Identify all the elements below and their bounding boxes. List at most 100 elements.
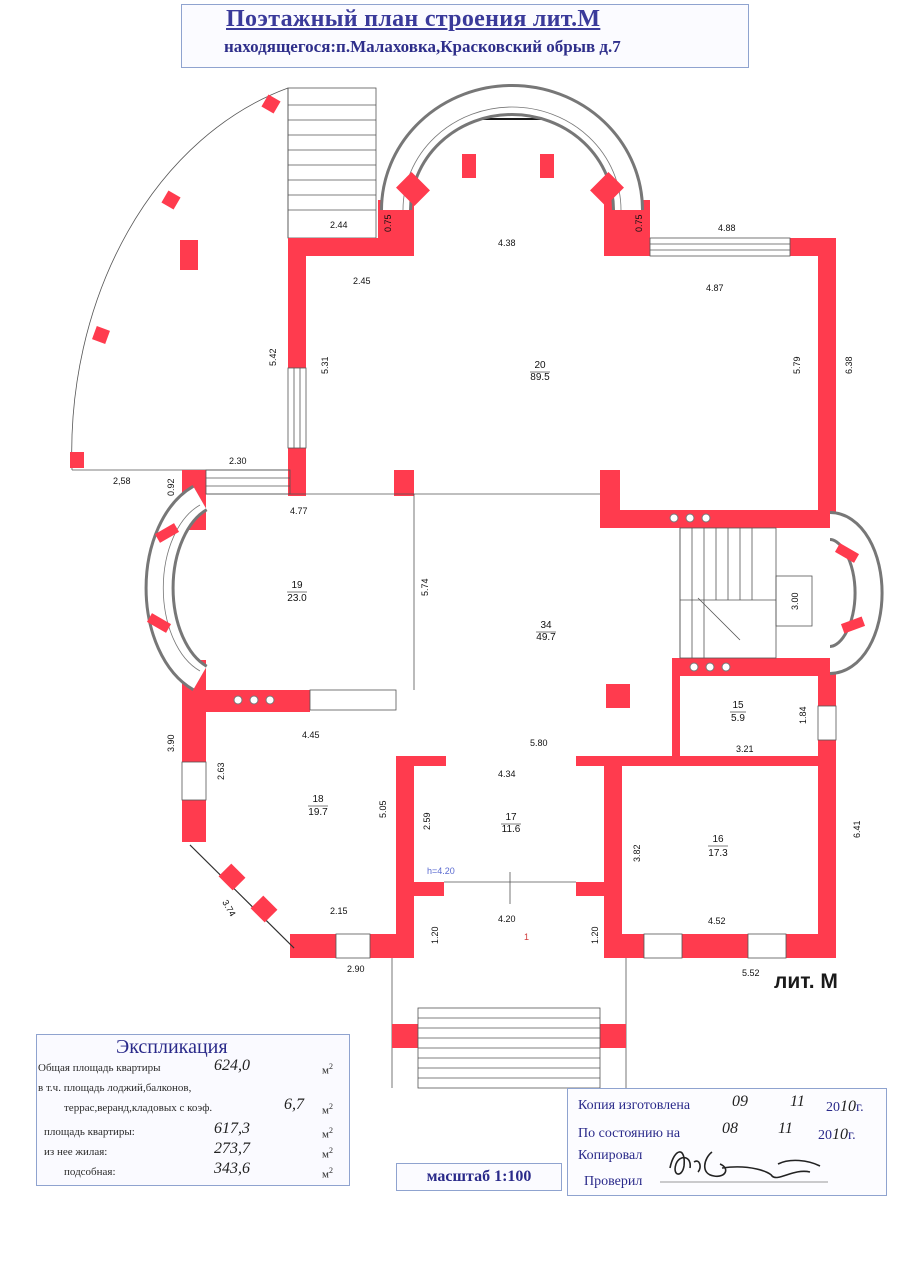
room-17-walls — [414, 756, 626, 904]
room-15-walls — [606, 676, 836, 766]
title-box — [181, 4, 749, 68]
room-area: 17.3 — [708, 848, 728, 859]
terrace-column — [161, 190, 181, 210]
dimension-label: 3.74 — [220, 898, 237, 918]
room-label-16: 16 17.3 — [708, 834, 728, 859]
copy-copied-label: Копировал — [578, 1148, 643, 1163]
dimension-label: 0.92 — [166, 478, 176, 496]
dimension-label: 4.88 — [718, 223, 736, 233]
terrace-column — [261, 94, 281, 114]
room-number: 17 — [505, 812, 517, 823]
room-area: 89.5 — [530, 372, 550, 383]
room-label-18: 18 19.7 — [308, 794, 328, 818]
dimension-label: 2,58 — [113, 476, 131, 486]
dimension-label: 6.41 — [852, 820, 862, 838]
copy-made-year: 2010г. — [826, 1098, 864, 1115]
terrace-column — [70, 452, 84, 468]
dimension-label: 2.90 — [347, 964, 365, 974]
dimension-label: 2.15 — [330, 906, 348, 916]
dimension-label: 3.00 — [790, 592, 800, 610]
explication-unit: м2 — [322, 1146, 333, 1161]
copy-info-box — [567, 1088, 887, 1196]
dimension-label: 4.87 — [706, 283, 724, 293]
porch-number: 1 — [524, 932, 529, 942]
dimension-label: 2.63 — [216, 762, 226, 780]
room-label-15: 155.9 — [731, 700, 745, 724]
dimension-label: 4.34 — [498, 769, 516, 779]
dimension-label: 2.45 — [353, 276, 371, 286]
copy-state-year: 2010г. — [818, 1126, 856, 1143]
explication-value: 343,6 — [214, 1160, 250, 1177]
terrace-column — [92, 326, 110, 344]
copy-made-month: 11 — [790, 1093, 805, 1110]
room-number: 34 — [540, 620, 552, 631]
dimension-label: 2.30 — [229, 456, 247, 466]
room-number: 20 — [534, 360, 546, 371]
signature — [660, 1151, 828, 1183]
dimension-label: 5.05 — [378, 800, 388, 818]
dimension-label: 0.75 — [383, 214, 393, 232]
dimension-label: 5.80 — [530, 738, 548, 748]
dimension-label: h=4.20 — [427, 866, 455, 876]
room-label-19: 19 23.0 — [287, 580, 307, 604]
explication-title: Экспликация — [116, 1036, 228, 1058]
explication-unit: м2 — [322, 1062, 333, 1077]
dimension-label: 4.20 — [498, 914, 516, 924]
room-number: 19 — [291, 580, 303, 591]
terrace-outline — [71, 87, 289, 471]
room-number: 15 — [732, 700, 744, 711]
room-area: 5.9 — [731, 713, 745, 724]
terrace-column — [180, 240, 198, 270]
plan-title: Поэтажный план строения лит.М — [226, 6, 601, 32]
room-area: 11.6 — [502, 824, 521, 835]
dimension-label: 5.52 — [742, 968, 760, 978]
copy-made-label: Копия изготовлена — [578, 1098, 691, 1113]
copy-state-month: 11 — [778, 1120, 793, 1137]
dimension-label: 4.45 — [302, 730, 320, 740]
explication-value: 273,7 — [214, 1140, 250, 1157]
explication-value: 617,3 — [214, 1120, 250, 1137]
dimension-label: 1.20 — [430, 926, 440, 944]
explication-unit: м2 — [322, 1166, 333, 1181]
dimension-label: 6.38 — [844, 356, 854, 374]
explication-unit: м2 — [322, 1126, 333, 1141]
plan-address: находящегося:п.Малаховка,Красковский обр… — [224, 37, 621, 56]
porch — [391, 958, 627, 1089]
explication-box — [36, 1034, 350, 1186]
dimension-label: 5.42 — [268, 348, 278, 366]
dimension-label: 4.77 — [290, 506, 308, 516]
explication-label: террас,веранд,кладовых с коэф. — [64, 1102, 213, 1114]
top-stairs — [287, 87, 377, 239]
room-area: 19.7 — [308, 807, 328, 818]
dimension-label: 2.59 — [422, 812, 432, 830]
explication-label: в т.ч. площадь лоджий,балконов, — [38, 1082, 192, 1094]
room-area: 23.0 — [287, 593, 307, 604]
dimension-label: 3.90 — [166, 734, 176, 752]
dimension-label: 5.79 — [792, 356, 802, 374]
room-18-walls — [182, 710, 414, 958]
scale-label: масштаб 1:100 — [396, 1163, 562, 1191]
room-34-walls — [396, 493, 836, 900]
room-area: 49.7 — [536, 632, 556, 643]
dimension-label: 5.31 — [320, 356, 330, 374]
room-20-walls — [288, 200, 836, 528]
explication-value: 6,7 — [284, 1096, 304, 1113]
copy-state-day: 08 — [722, 1120, 738, 1137]
room-number: 16 — [712, 834, 724, 845]
explication-label: из нее жилая: — [44, 1146, 108, 1158]
dimension-label: 2.44 — [330, 220, 348, 230]
dimension-label: 1.20 — [590, 926, 600, 944]
explication-value: 624,0 — [214, 1057, 250, 1074]
explication-label: подсобная: — [64, 1166, 116, 1178]
dimension-label: 5.74 — [420, 578, 430, 596]
copy-state-label: По состоянию на — [578, 1126, 681, 1141]
room-number: 18 — [312, 794, 324, 805]
explication-unit: м2 — [322, 1102, 333, 1117]
dimension-label: 3.21 — [736, 744, 754, 754]
room-16-walls — [604, 760, 836, 958]
copy-made-day: 09 — [732, 1093, 748, 1110]
